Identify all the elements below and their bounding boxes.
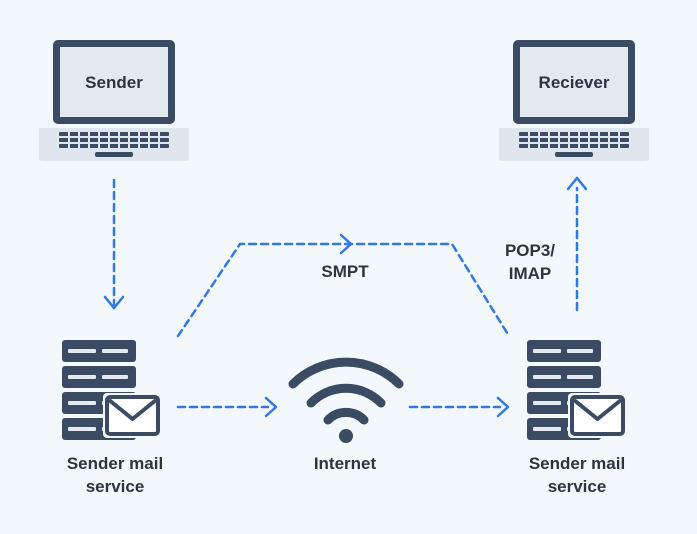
smtp-path xyxy=(176,242,511,338)
sender-mail-server-icon xyxy=(60,338,164,442)
arrowhead-smtp xyxy=(339,233,353,255)
sender-laptop-label: Sender xyxy=(85,73,143,92)
receiver-laptop-label: Reciever xyxy=(538,73,610,92)
wifi-dot xyxy=(339,429,353,443)
arrowhead-up xyxy=(566,176,588,191)
arrowhead-to-internet xyxy=(264,396,278,418)
internet-label: Internet xyxy=(313,454,377,473)
smtp-label: SMPT xyxy=(321,262,369,281)
arrowhead-to-server xyxy=(496,396,510,418)
sender-server-label-line1: Sender mail xyxy=(66,454,164,473)
sender-server-label-line2: service xyxy=(85,477,145,496)
arrowhead-down xyxy=(103,295,125,310)
receiver-server-label-line1: Sender mail xyxy=(528,454,626,473)
receiver-server-label-line2: service xyxy=(547,477,607,496)
receiver-mail-server-icon xyxy=(525,338,629,442)
wifi-icon xyxy=(288,357,404,425)
sender-laptop-icon xyxy=(38,39,190,162)
receiver-laptop-icon xyxy=(498,39,650,162)
pop3-label-line2: IMAP xyxy=(508,264,552,283)
pop3-label-line1: POP3/ xyxy=(504,241,556,260)
